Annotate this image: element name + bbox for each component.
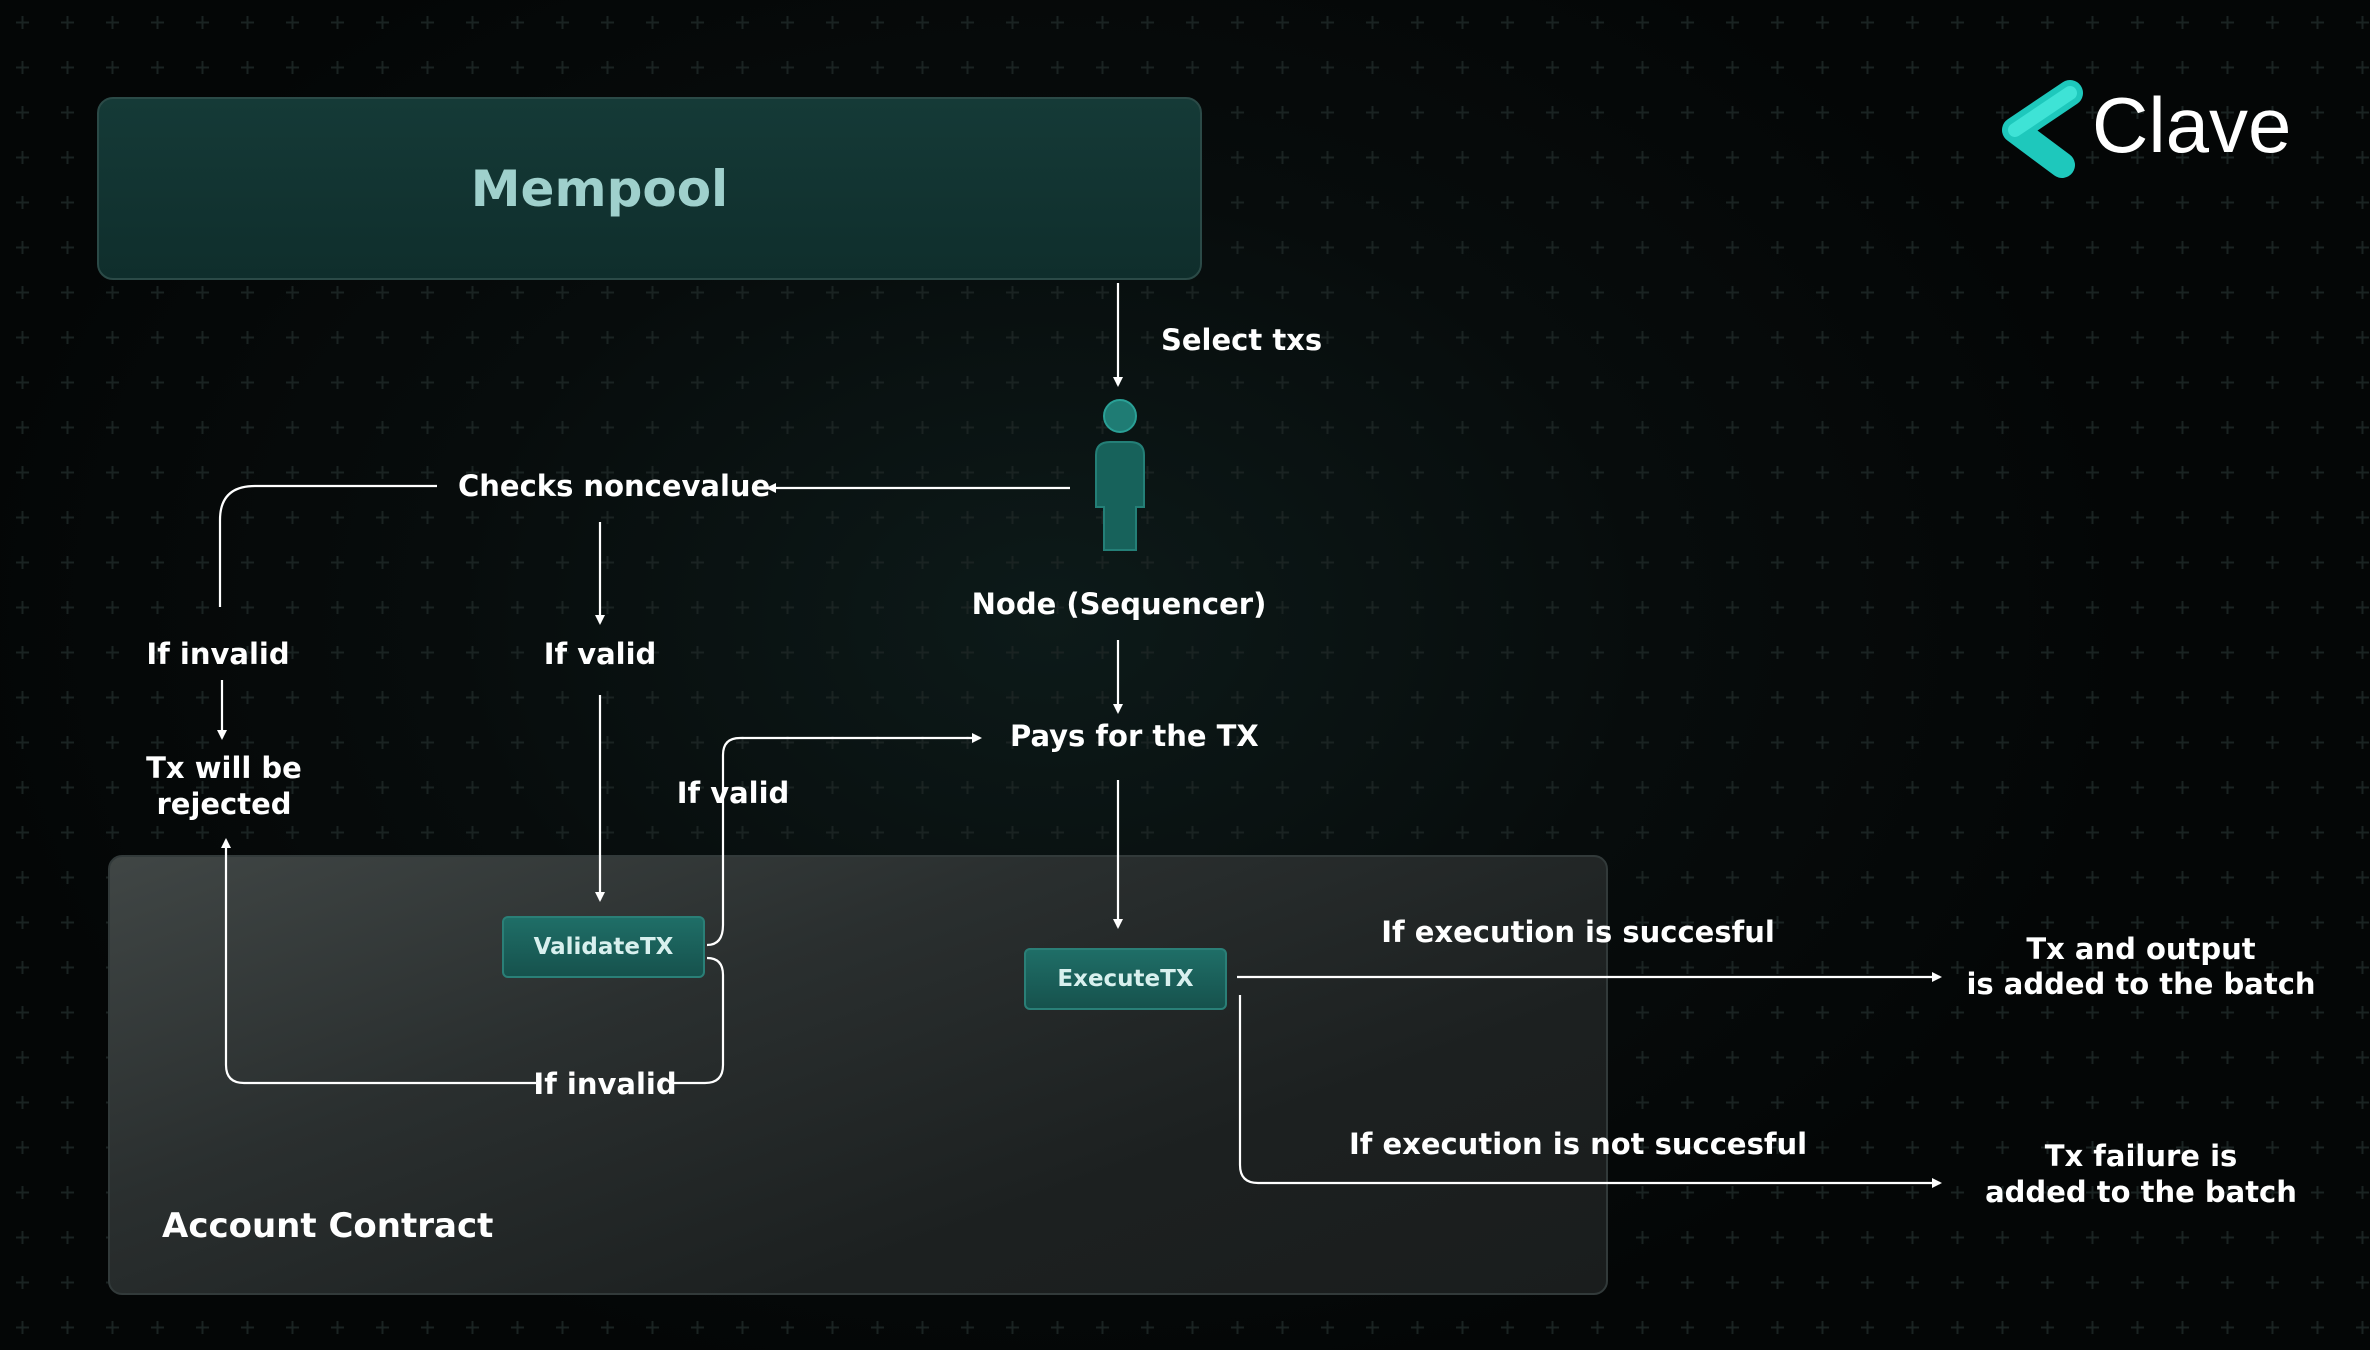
- validate-tx-node: ValidateTX: [502, 916, 705, 978]
- pays-for-tx-label: Pays for the TX: [1010, 719, 1259, 753]
- tx-rejected-label-line2: rejected: [156, 787, 292, 821]
- execute-tx-node: ExecuteTX: [1024, 948, 1227, 1010]
- mempool-title: Mempool: [470, 159, 729, 218]
- tx-rejected-label-line1: Tx will be: [146, 751, 302, 785]
- line-validate-invalid-right: [673, 956, 725, 1085]
- arrow-validate-to-pays: [706, 733, 982, 947]
- person-icon: [1095, 399, 1145, 551]
- mempool-box: Mempool: [97, 97, 1202, 280]
- if-invalid-left-label: If invalid: [146, 637, 290, 671]
- if-valid-validate-label: If valid: [676, 776, 790, 810]
- line-nonce-left: [218, 484, 437, 607]
- exec-success-label: If execution is succesful: [1381, 915, 1775, 949]
- checks-nonce-label: Checks noncevalue: [458, 469, 771, 503]
- account-contract-title: Account Contract: [162, 1206, 494, 1246]
- arrow-invalid-to-rejected-up: [221, 838, 536, 1085]
- select-txs-label: Select txs: [1161, 323, 1323, 357]
- sequencer-label: Node (Sequencer): [971, 587, 1267, 621]
- chevron-left-logo-icon: [2002, 80, 2083, 178]
- account-contract-box: [108, 855, 1608, 1295]
- brand-name: Clave: [2092, 81, 2292, 169]
- if-valid-nonce-label: If valid: [543, 637, 657, 671]
- failure-batch-label-line2: added to the batch: [1985, 1175, 2297, 1209]
- arrow-exec-fail: [1238, 995, 1942, 1188]
- if-invalid-validate-label: If invalid: [533, 1067, 677, 1101]
- failure-batch-label-line1: Tx failure is: [2044, 1139, 2238, 1173]
- added-batch-label-line2: is added to the batch: [1966, 967, 2316, 1001]
- added-batch-label-line1: Tx and output: [2026, 932, 2256, 966]
- exec-fail-label: If execution is not succesful: [1348, 1127, 1808, 1161]
